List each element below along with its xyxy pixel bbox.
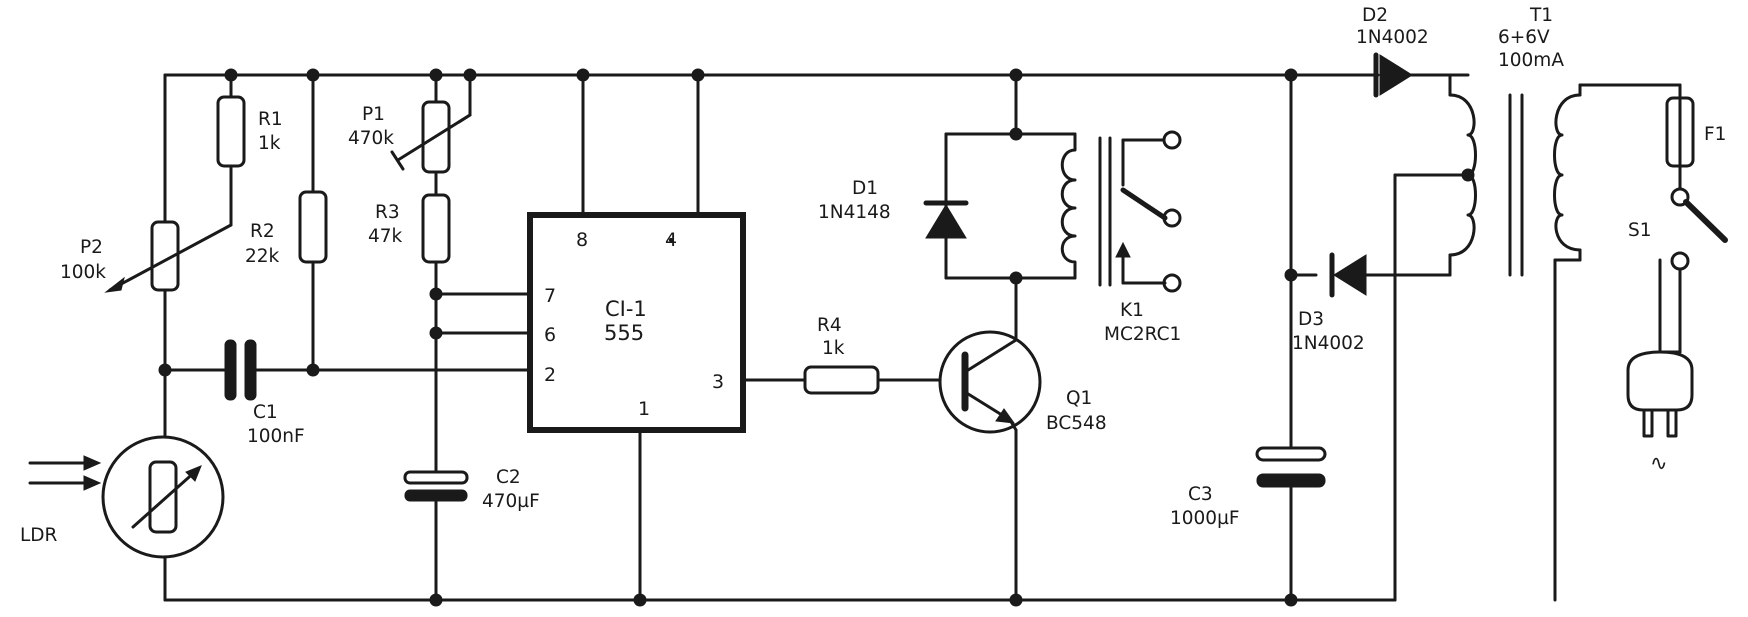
t1-ref: T1 bbox=[1529, 5, 1553, 26]
diode-d1: D1 1N4148 bbox=[818, 178, 969, 239]
ldr-ref: LDR bbox=[20, 525, 58, 546]
p2-value: 100k bbox=[60, 262, 106, 283]
resistor-r3: R3 47k bbox=[368, 193, 451, 264]
k1-ref: K1 bbox=[1120, 300, 1144, 321]
c1-ref: C1 bbox=[253, 402, 278, 423]
d2-value: 1N4002 bbox=[1356, 27, 1429, 48]
c1-value: 100nF bbox=[247, 426, 305, 447]
r3-ref: R3 bbox=[375, 202, 400, 223]
switch-s1: S1 bbox=[1628, 187, 1728, 271]
ldr-photoresistor: LDR bbox=[20, 435, 225, 559]
light-arrows-icon bbox=[28, 455, 102, 491]
resistor-r1: R1 1k bbox=[216, 95, 283, 168]
transformer-t1: T1 6+6V 100mA bbox=[1448, 5, 1582, 277]
wires bbox=[163, 73, 1682, 602]
r1-ref: R1 bbox=[258, 109, 283, 130]
d1-value: 1N4148 bbox=[818, 202, 891, 223]
r2-ref: R2 bbox=[250, 221, 275, 242]
s1-ref: S1 bbox=[1628, 220, 1652, 241]
capacitor-c2: C2 470µF bbox=[403, 467, 540, 512]
ac-symbol: ∿ bbox=[1650, 451, 1668, 475]
c3-ref: C3 bbox=[1188, 484, 1213, 505]
r2-value: 22k bbox=[245, 246, 280, 267]
k1-value: MC2RC1 bbox=[1104, 324, 1181, 345]
resistor-r2: R2 22k bbox=[245, 190, 328, 267]
diode-d2: D2 1N4002 bbox=[1356, 5, 1429, 98]
capacitor-c1: C1 100nF bbox=[224, 339, 305, 447]
mains-plug-icon: ∿ bbox=[1626, 258, 1694, 475]
p1-ref: P1 bbox=[362, 104, 385, 125]
t1-value-2: 100mA bbox=[1498, 50, 1564, 71]
diode-d3: D3 1N4002 bbox=[1292, 252, 1367, 354]
relay-k1: K1 MC2RC1 bbox=[1060, 130, 1182, 345]
r4-value: 1k bbox=[822, 338, 845, 359]
transistor-q1: Q1 BC548 bbox=[938, 328, 1107, 434]
r1-value: 1k bbox=[258, 133, 281, 154]
d3-value: 1N4002 bbox=[1292, 333, 1365, 354]
p2-ref: P2 bbox=[80, 237, 103, 258]
d2-ref: D2 bbox=[1362, 5, 1388, 26]
capacitor-c3: C3 1000µF bbox=[1170, 446, 1327, 529]
ic-ref: CI-1 bbox=[605, 297, 647, 321]
junction-dots bbox=[158, 68, 1475, 607]
p1-value: 470k bbox=[348, 128, 394, 149]
ic-pin-2: 2 bbox=[544, 364, 556, 386]
r3-value: 47k bbox=[368, 226, 403, 247]
f1-ref: F1 bbox=[1704, 124, 1726, 145]
c3-value: 1000µF bbox=[1170, 508, 1240, 529]
ic-value: 555 bbox=[604, 321, 644, 345]
ic-pin-7: 7 bbox=[544, 285, 556, 307]
q1-value: BC548 bbox=[1046, 413, 1107, 434]
fuse-f1: F1 bbox=[1665, 96, 1726, 168]
d1-ref: D1 bbox=[852, 178, 878, 199]
potentiometer-p1: P1 470k bbox=[348, 100, 472, 174]
potentiometer-p2: P2 100k bbox=[60, 220, 233, 293]
resistor-r4: R4 1k bbox=[803, 315, 880, 395]
d3-ref: D3 bbox=[1298, 309, 1324, 330]
ic-pin-8: 8 bbox=[576, 229, 588, 251]
c2-ref: C2 bbox=[496, 467, 521, 488]
ic-pin-1: 1 bbox=[638, 398, 650, 420]
ic-555: 8 4 7 6 2 3 1 CI-1 555 bbox=[527, 212, 746, 433]
ic-pin-3: 3 bbox=[712, 371, 724, 393]
q1-ref: Q1 bbox=[1066, 388, 1092, 409]
t1-value-1: 6+6V bbox=[1498, 27, 1550, 48]
ic-pin-6: 6 bbox=[544, 324, 556, 346]
r4-ref: R4 bbox=[817, 315, 842, 336]
c2-value: 470µF bbox=[482, 491, 540, 512]
